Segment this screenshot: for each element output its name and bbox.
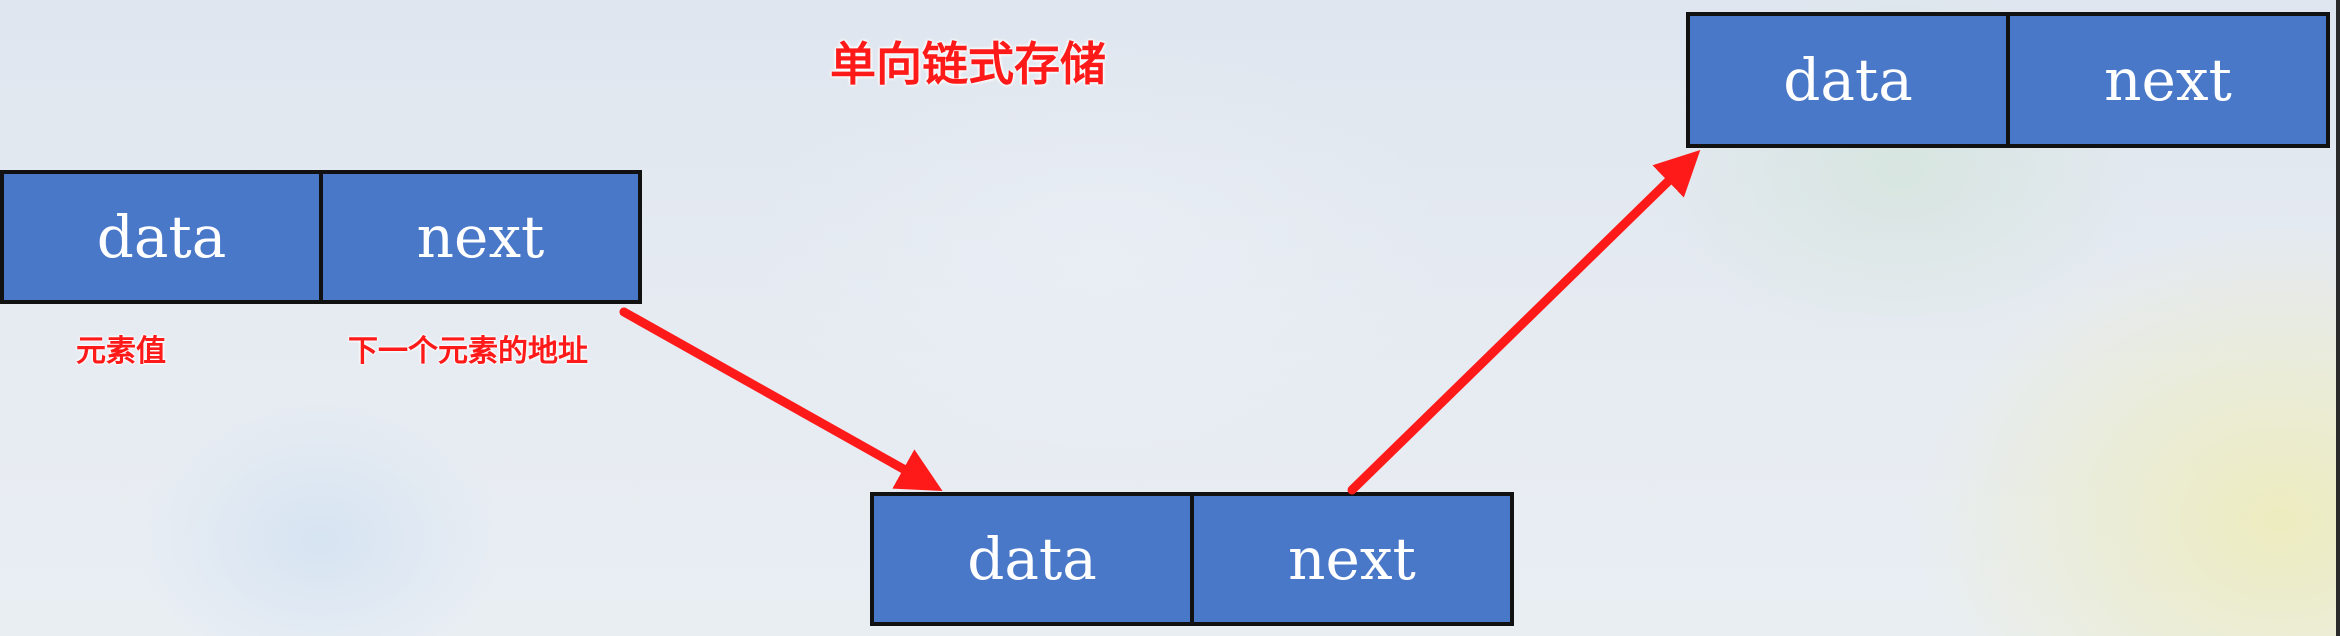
arrow-node-1-to-node-2 xyxy=(619,307,943,492)
node-3-next-field: next xyxy=(2006,16,2326,144)
diagram-title: 单向链式存储 xyxy=(830,37,1106,91)
node-3-data-field: data xyxy=(1783,46,1913,114)
right-edge-border xyxy=(2336,0,2340,636)
linked-list-node-3: data next xyxy=(1686,12,2330,148)
linked-list-node-2: data next xyxy=(870,492,1514,626)
arrow-node-2-to-node-3 xyxy=(1347,149,1701,495)
node-1-next-field: next xyxy=(319,174,638,300)
node-2-next-field: next xyxy=(1190,496,1510,622)
node-1-data-field: data xyxy=(96,203,227,271)
linked-list-node-1: data next xyxy=(0,170,642,304)
data-field-annotation: 元素值 xyxy=(76,334,166,369)
next-field-annotation: 下一个元素的地址 xyxy=(348,334,588,369)
node-2-data-field: data xyxy=(967,525,1097,593)
